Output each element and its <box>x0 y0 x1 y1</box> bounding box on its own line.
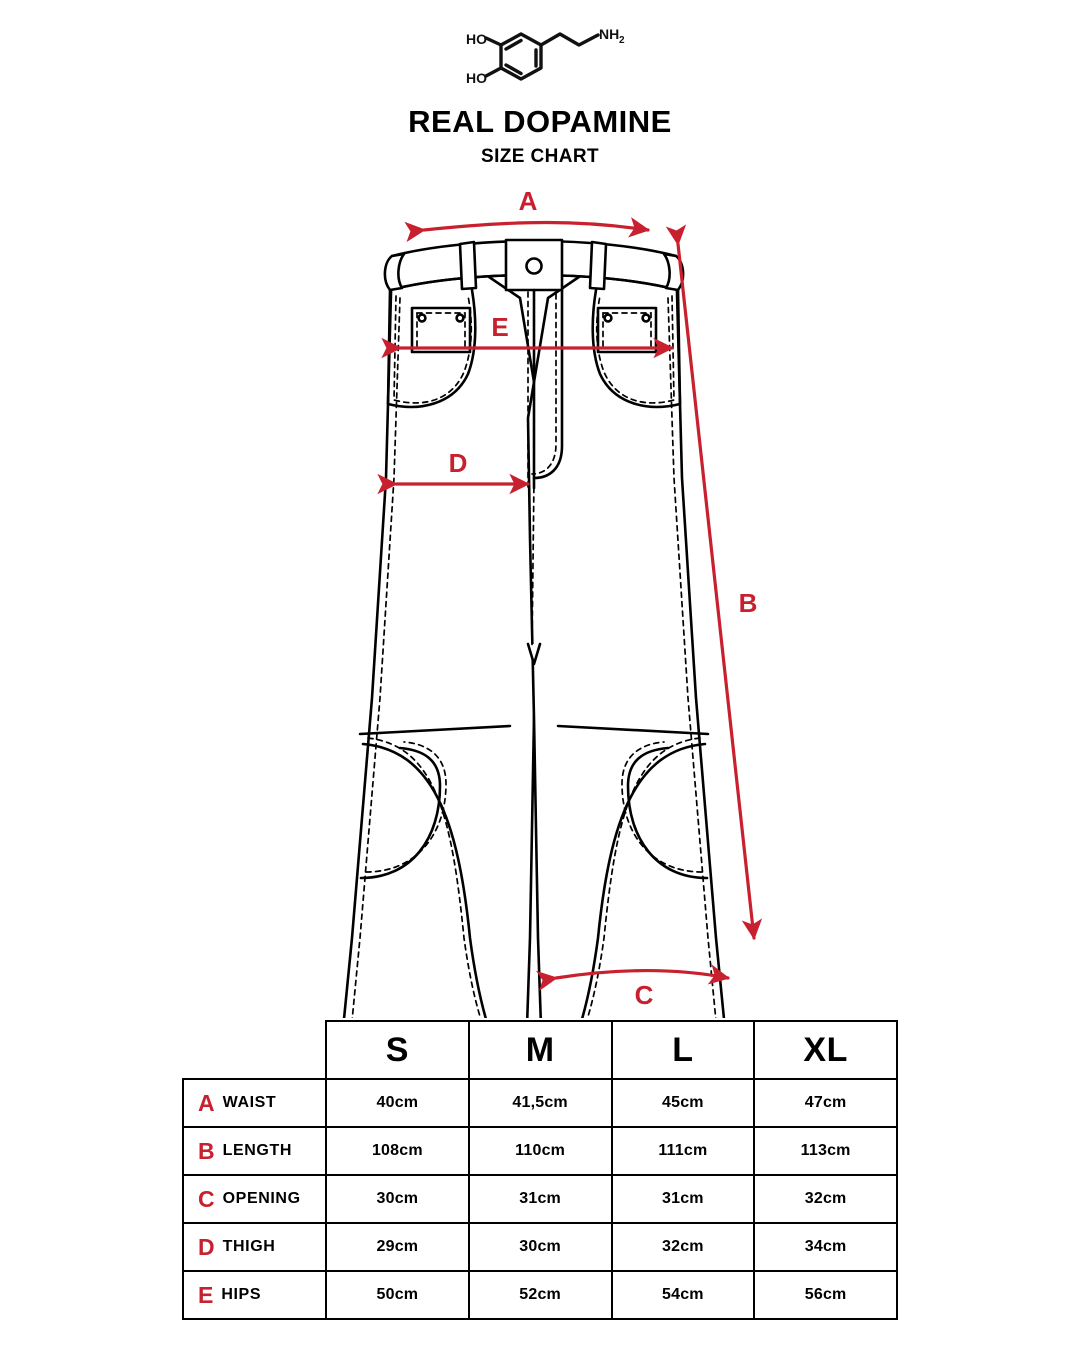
row-label-waist: A WAIST <box>182 1078 327 1128</box>
right-leg-outline <box>526 254 726 1018</box>
measure-label-c: C <box>635 980 654 1010</box>
brand-header: HO HO NH 2 REAL DOPAMINE SIZE CHART <box>0 0 1080 170</box>
table-row: A WAIST 40cm 41,5cm 45cm 47cm <box>182 1078 898 1128</box>
measurement-letters: A B C D E <box>449 186 758 1010</box>
column-header-l: L <box>610 1020 756 1080</box>
cell-length-m: 110cm <box>467 1126 613 1176</box>
row-name-waist: WAIST <box>222 1094 277 1111</box>
table-row: D THIGH 29cm 30cm 32cm 34cm <box>182 1222 898 1272</box>
column-header-xl: XL <box>753 1020 898 1080</box>
row-letter-e: E <box>198 1281 214 1308</box>
left-front-pocket <box>386 288 477 409</box>
stitch-left-panel-inner <box>365 741 447 873</box>
right-coin-rivet-2 <box>641 313 651 323</box>
stitch-right-panel <box>586 737 701 1018</box>
cell-thigh-xl: 34cm <box>753 1222 898 1272</box>
molecule-label-ho-top: HO <box>466 31 487 47</box>
row-label-opening: C OPENING <box>182 1174 327 1224</box>
cell-hips-xl: 56cm <box>753 1270 898 1320</box>
cell-opening-m: 31cm <box>467 1174 613 1224</box>
cell-hips-m: 52cm <box>467 1270 613 1320</box>
cell-thigh-s: 29cm <box>325 1222 470 1272</box>
row-letter-d: D <box>198 1233 215 1260</box>
row-label-hips: E HIPS <box>182 1270 327 1320</box>
measure-arrow-b <box>665 224 763 940</box>
molecule-label-nh2: NH <box>599 26 619 42</box>
waistband-left-tab <box>383 252 406 292</box>
row-name-length: LENGTH <box>222 1142 292 1159</box>
table-header-row: S M L XL <box>183 1020 898 1080</box>
waist-button <box>525 257 543 275</box>
left-coin-rivet-1 <box>417 313 427 323</box>
cell-length-s: 108cm <box>325 1126 470 1176</box>
measure-label-a: A <box>519 186 538 216</box>
stitch-left-outseam <box>351 297 401 1018</box>
measure-label-d: D <box>449 448 468 478</box>
table-row: B LENGTH 108cm 110cm 111cm 113cm <box>182 1126 898 1176</box>
stitch-right-panel-inner <box>621 741 703 873</box>
molecule-label-ho-bottom: HO <box>466 70 487 86</box>
cell-length-xl: 113cm <box>753 1126 898 1176</box>
measurement-arrows <box>377 217 763 992</box>
cell-opening-l: 31cm <box>610 1174 756 1224</box>
left-leg-panel-curve <box>361 742 488 1018</box>
row-name-thigh: THIGH <box>222 1238 276 1255</box>
table-row: C OPENING 30cm 31cm 31cm 32cm <box>182 1174 898 1224</box>
brand-subtitle: SIZE CHART <box>481 146 599 167</box>
left-leg-panel-inner-curve <box>359 746 442 880</box>
stitch-right-coin-pocket <box>602 312 652 349</box>
cell-opening-s: 30cm <box>325 1174 470 1224</box>
row-name-opening: OPENING <box>222 1190 301 1207</box>
right-leg-panel-curve <box>580 742 707 1018</box>
left-leg-panel-upper-seam <box>358 724 512 736</box>
belt-loop-left <box>458 240 478 291</box>
column-header-m: M <box>467 1020 613 1080</box>
fly-curve <box>532 288 564 480</box>
stitch-center-seam <box>531 477 535 649</box>
stitch-left-panel <box>367 737 482 1018</box>
left-coin-rivet-2 <box>455 313 465 323</box>
dopamine-molecule-icon: HO HO NH 2 <box>466 26 625 86</box>
stitch-left-pocket <box>393 295 473 404</box>
cell-thigh-l: 32cm <box>610 1222 756 1272</box>
cell-opening-xl: 32cm <box>753 1174 898 1224</box>
cell-waist-s: 40cm <box>325 1078 470 1128</box>
stitch-left-coin-pocket <box>416 312 466 349</box>
cell-waist-m: 41,5cm <box>467 1078 613 1128</box>
right-coin-rivet-1 <box>603 313 613 323</box>
table-row: E HIPS 50cm 52cm 54cm 56cm <box>182 1270 898 1320</box>
column-header-s: S <box>325 1020 470 1080</box>
measure-label-b: B <box>739 588 758 618</box>
measure-label-e: E <box>491 312 508 342</box>
molecule-label-nh2-sub: 2 <box>619 35 625 46</box>
row-letter-a: A <box>198 1089 215 1116</box>
belt-loop-right <box>588 240 608 291</box>
stitch-fly-curve <box>531 293 557 475</box>
row-label-length: B LENGTH <box>182 1126 327 1176</box>
cell-hips-s: 50cm <box>325 1270 470 1320</box>
left-leg-outline <box>342 254 542 1018</box>
row-name-hips: HIPS <box>221 1286 262 1303</box>
table-corner-cell <box>183 1021 326 1079</box>
brand-name: REAL DOPAMINE <box>408 104 672 139</box>
right-front-pocket <box>591 288 682 409</box>
measure-arrow-a <box>404 217 650 243</box>
cell-length-l: 111cm <box>610 1126 756 1176</box>
measure-arrow-c <box>535 964 730 992</box>
stitch-right-pocket <box>595 295 675 404</box>
pants-technical-drawing: A B C D E <box>0 178 1080 1018</box>
cell-hips-l: 54cm <box>610 1270 756 1320</box>
cell-waist-l: 45cm <box>610 1078 756 1128</box>
cell-waist-xl: 47cm <box>753 1078 898 1128</box>
cell-thigh-m: 30cm <box>467 1222 613 1272</box>
row-letter-b: B <box>198 1137 215 1164</box>
crotch-seam <box>526 642 542 666</box>
row-letter-c: C <box>198 1185 215 1212</box>
row-label-thigh: D THIGH <box>182 1222 327 1272</box>
